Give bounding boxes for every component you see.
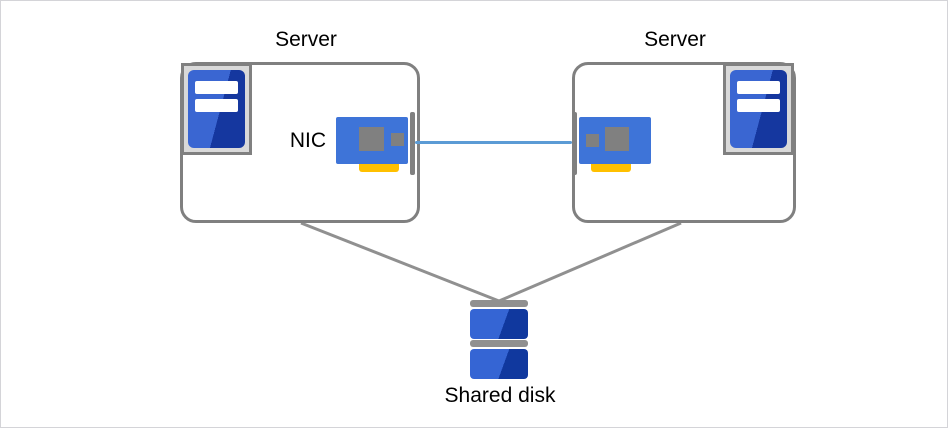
nic-bracket <box>572 112 577 175</box>
shared-disk-icon <box>467 297 531 381</box>
nic-chip-large <box>359 127 384 151</box>
server-tower-body <box>730 70 787 148</box>
nic-card <box>336 117 408 164</box>
server-tower-icon-right <box>723 63 794 155</box>
server-label-right: Server <box>644 28 706 51</box>
nic-label: NIC <box>289 129 326 152</box>
nic-edge-connector <box>359 164 399 172</box>
nic-card <box>579 117 651 164</box>
nic-icon-left <box>331 109 421 179</box>
nic-edge-connector <box>591 164 631 172</box>
nic-bracket <box>410 112 415 175</box>
disk-platter <box>470 349 528 379</box>
connector-line-left <box>300 221 500 303</box>
nic-chip-large <box>605 127 629 151</box>
server-label-left: Server <box>275 28 337 51</box>
nic-interconnect-line <box>415 141 572 144</box>
drive-bay-slot <box>737 99 780 112</box>
drive-bay-slot <box>195 81 238 94</box>
disk-platter <box>470 309 528 339</box>
drive-bay-slot <box>195 99 238 112</box>
shared-disk-label: Shared disk <box>444 384 556 407</box>
disk-cap-bar <box>470 300 528 307</box>
nic-chip-small <box>586 134 599 147</box>
nic-icon-right <box>567 109 657 179</box>
drive-bay-slot <box>737 81 780 94</box>
connector-line-right <box>498 221 682 303</box>
server-tower-icon-left <box>181 63 252 155</box>
server-tower-body <box>188 70 245 148</box>
disk-cap-bar <box>470 340 528 347</box>
nic-chip-small <box>391 133 404 146</box>
